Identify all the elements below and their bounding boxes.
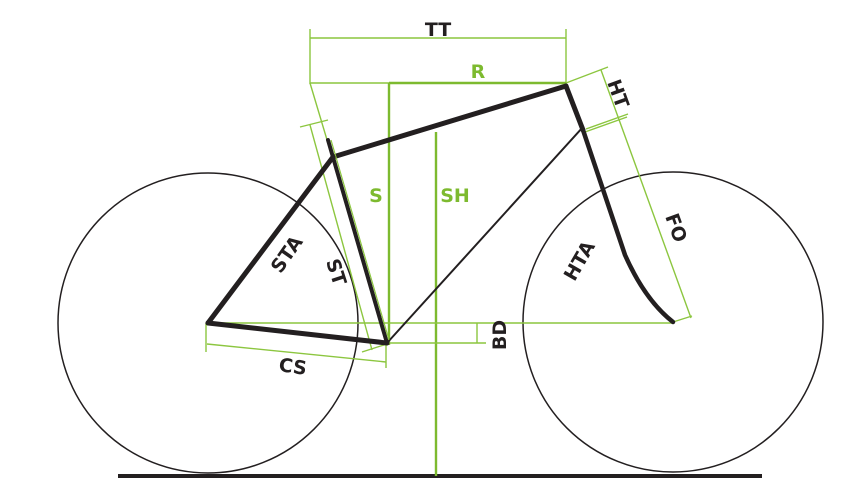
label-fo: FO — [660, 210, 691, 245]
label-s: S — [369, 185, 383, 207]
label-tt: TT — [425, 19, 451, 41]
label-cs: CS — [277, 354, 308, 380]
label-hta: HTA — [560, 237, 600, 285]
fork — [580, 127, 676, 325]
down-tube — [386, 126, 584, 344]
ht-fo-dimension — [600, 69, 692, 319]
bike-frame — [205, 83, 676, 346]
st-dimension — [309, 124, 373, 351]
label-sh: SH — [440, 185, 470, 207]
label-st: ST — [321, 256, 350, 288]
top-tube — [330, 83, 569, 160]
seat-stay — [205, 154, 336, 326]
cs-dimension — [206, 343, 387, 363]
label-ht: HT — [602, 77, 633, 112]
chain-stay — [205, 320, 390, 346]
head-tube — [563, 83, 586, 133]
seat-tube — [326, 138, 389, 345]
label-bd: BD — [489, 320, 511, 350]
label-r: R — [471, 61, 486, 83]
front-wheel — [522, 171, 824, 473]
